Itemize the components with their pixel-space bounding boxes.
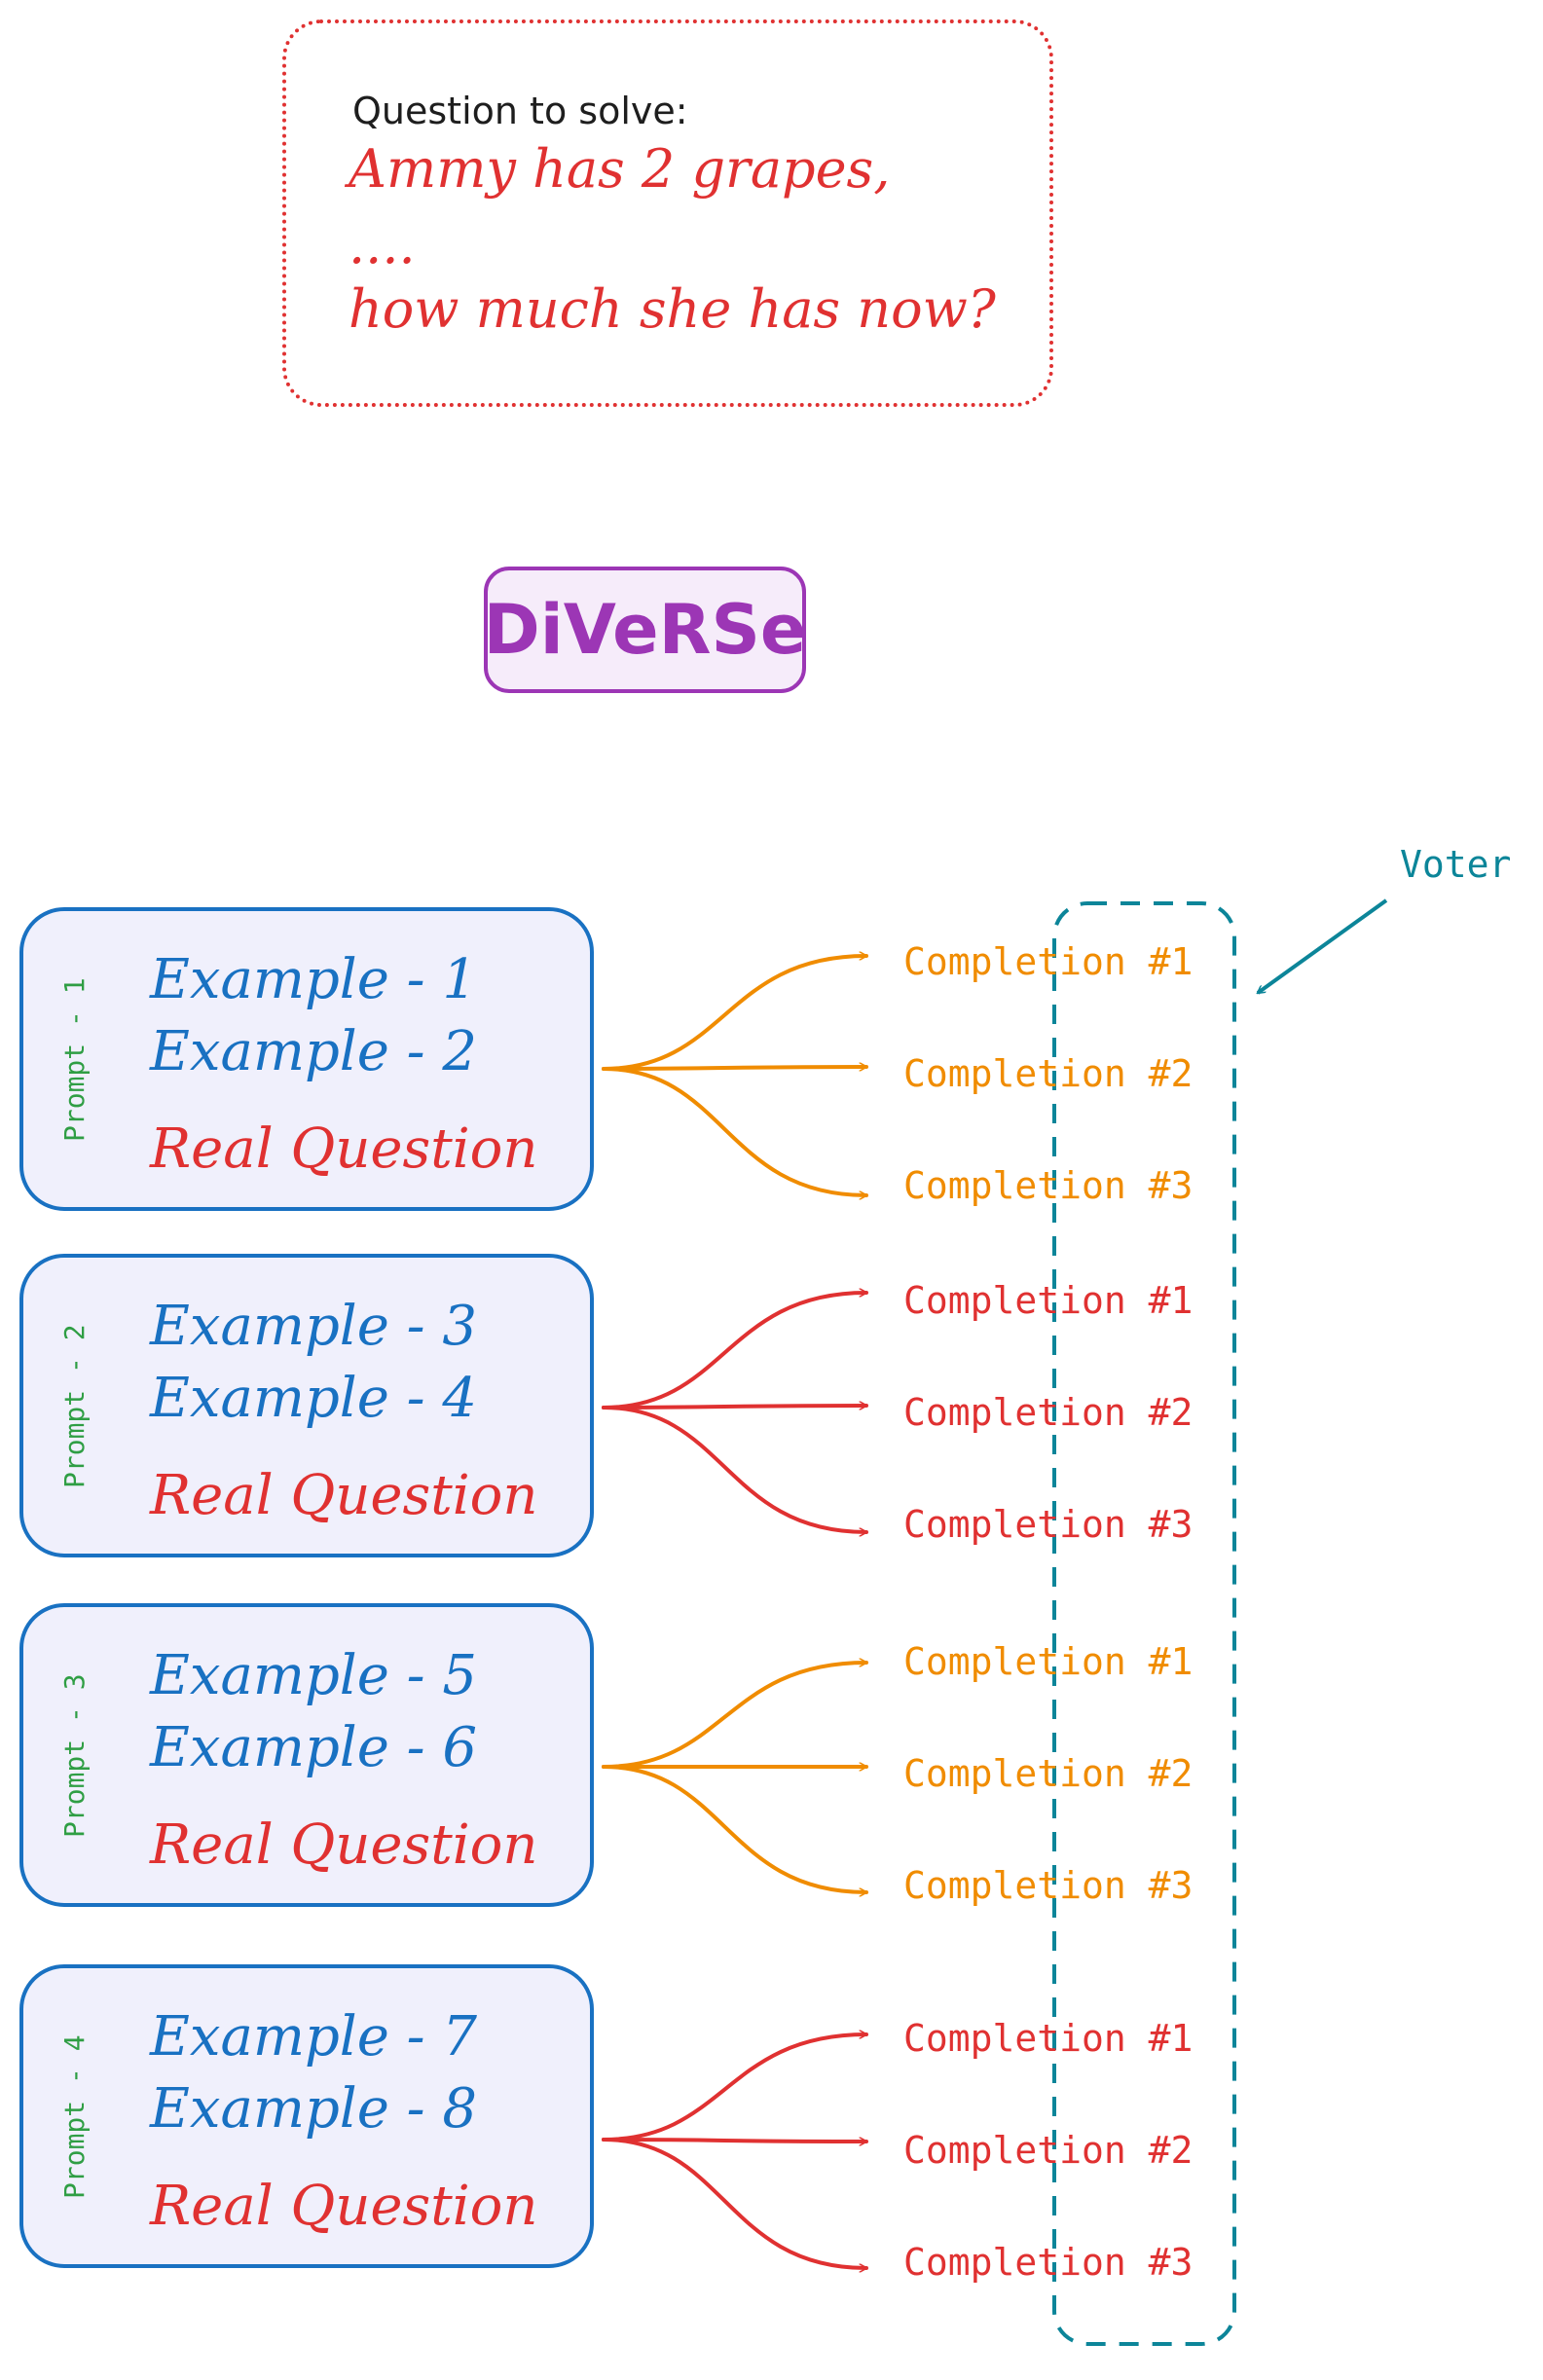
prompt-box: Prompt - 4 Example - 7 Example - 8 Real … — [19, 1964, 594, 2268]
branch-arrow — [602, 1663, 868, 1769]
completion-label: Completion #1 — [903, 2017, 1194, 2060]
completion-label: Completion #1 — [903, 1640, 1194, 1683]
prompt-label: Prompt - 1 — [58, 977, 91, 1142]
example-text: Example - 4 — [150, 1367, 477, 1430]
prompt-box: Prompt - 3 Example - 5 Example - 6 Real … — [19, 1603, 594, 1907]
completion-label: Completion #1 — [903, 940, 1194, 983]
real-question-text: Real Question — [150, 2175, 538, 2238]
branch-arrow — [602, 1406, 868, 1532]
method-box: DiVeRSe — [484, 567, 806, 693]
example-text: Example - 7 — [150, 2005, 477, 2069]
completion-label: Completion #2 — [903, 1052, 1194, 1095]
branch-arrow — [602, 1293, 868, 1410]
prompt-label: Prompt - 3 — [58, 1673, 91, 1838]
voter-label: Voter — [1400, 843, 1512, 886]
branch-arrow — [602, 1067, 868, 1069]
branch-arrow — [602, 1765, 868, 1892]
completion-label: Completion #1 — [903, 1279, 1194, 1322]
branch-arrow — [602, 2138, 868, 2268]
prompt-label: Prompt - 4 — [58, 2034, 91, 2199]
example-text: Example - 3 — [150, 1295, 477, 1358]
completion-label: Completion #2 — [903, 1752, 1194, 1795]
real-question-text: Real Question — [150, 1813, 538, 1877]
prompt-box: Prompt - 1 Example - 1 Example - 2 Real … — [19, 907, 594, 1211]
branch-arrow — [602, 1067, 868, 1195]
question-line: Ammy has 2 grapes, — [349, 138, 891, 200]
example-text: Example - 5 — [150, 1644, 477, 1707]
question-line: how much she has now? — [349, 278, 996, 340]
question-box: Question to solve: Ammy has 2 grapes, ..… — [282, 19, 1053, 407]
real-question-text: Real Question — [150, 1117, 538, 1181]
question-line: .... — [349, 214, 416, 275]
completion-label: Completion #3 — [903, 1864, 1194, 1907]
question-label: Question to solve: — [352, 90, 688, 132]
completion-label: Completion #2 — [903, 2129, 1194, 2172]
example-text: Example - 1 — [150, 948, 477, 1011]
branch-arrow — [602, 956, 868, 1071]
prompt-label: Prompt - 2 — [58, 1324, 91, 1488]
voter-arrow — [1258, 898, 1388, 995]
completion-label: Completion #3 — [903, 2241, 1194, 2284]
branch-arrow — [602, 1406, 868, 1408]
completion-label: Completion #3 — [903, 1503, 1194, 1546]
branch-arrow — [602, 2034, 868, 2142]
example-text: Example - 8 — [150, 2077, 477, 2141]
completion-label: Completion #2 — [903, 1391, 1194, 1434]
example-text: Example - 6 — [150, 1716, 477, 1779]
completion-label: Completion #3 — [903, 1164, 1194, 1207]
voter-outline — [1052, 901, 1236, 2346]
example-text: Example - 2 — [150, 1020, 477, 1083]
real-question-text: Real Question — [150, 1464, 538, 1527]
branch-arrow — [602, 2140, 868, 2142]
prompt-box: Prompt - 2 Example - 3 Example - 4 Real … — [19, 1254, 594, 1557]
